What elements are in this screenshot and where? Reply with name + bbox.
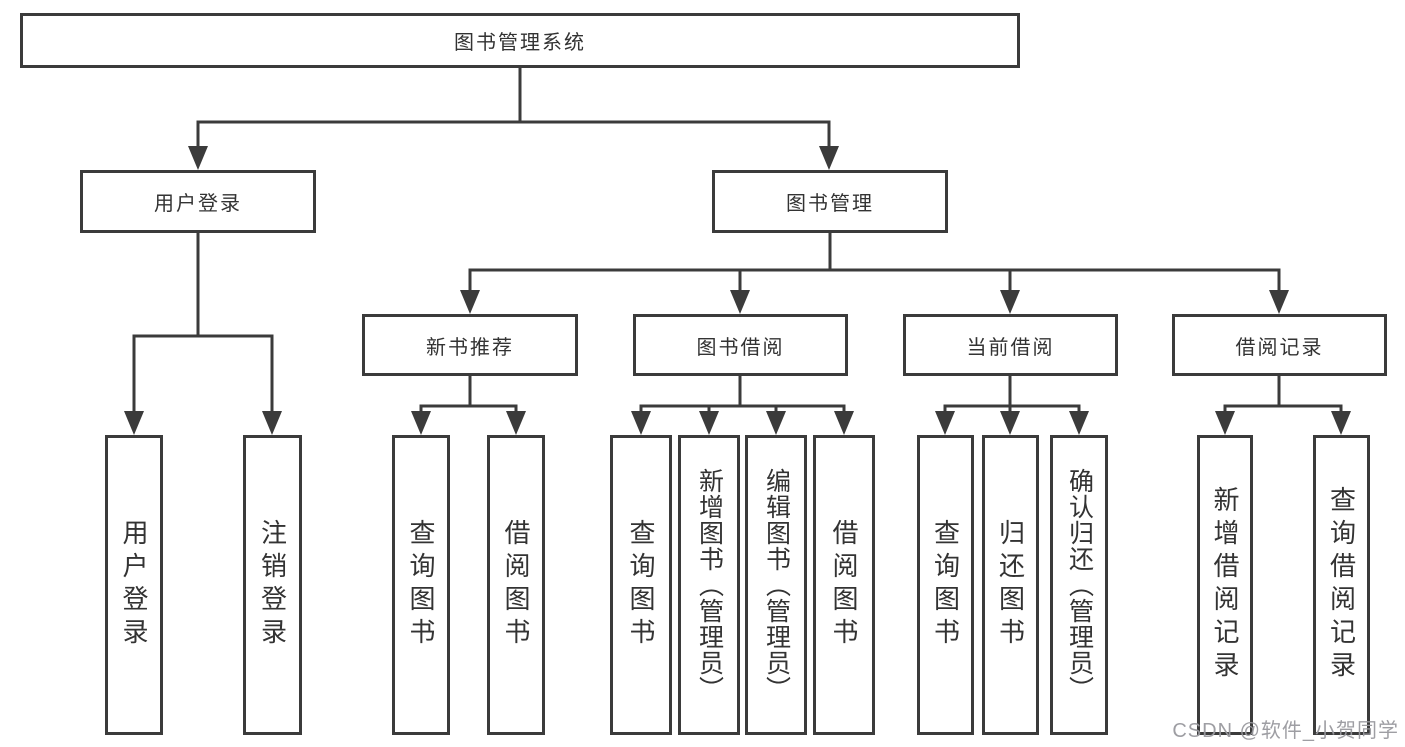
node-label: 编辑图书（管理员） xyxy=(762,468,791,702)
node-user-login: 用户登录 xyxy=(80,170,316,233)
node-current-borrowing: 当前借阅 xyxy=(903,314,1118,376)
node-label: 确认归还（管理员） xyxy=(1065,468,1094,702)
node-book-management: 图书管理 xyxy=(712,170,948,233)
node-label: 新增图书（管理员） xyxy=(695,468,724,702)
leaf-query-books-current: 查询图书 xyxy=(917,435,974,735)
leaf-add-books-admin: 新增图书（管理员） xyxy=(678,435,740,735)
node-book-borrowing: 图书借阅 xyxy=(633,314,848,376)
leaf-borrow-books-borrow: 借阅图书 xyxy=(813,435,875,735)
node-label: 查询图书 xyxy=(930,519,961,651)
leaf-logout: 注销登录 xyxy=(243,435,302,735)
leaf-query-books-borrow: 查询图书 xyxy=(610,435,672,735)
node-label: 新书推荐 xyxy=(426,336,514,359)
leaf-user-login: 用户登录 xyxy=(105,435,163,735)
node-label: 用户登录 xyxy=(154,193,242,215)
node-label: 用户登录 xyxy=(119,519,149,651)
node-label: 查询图书 xyxy=(406,519,436,651)
node-label: 新增借阅记录 xyxy=(1210,486,1240,684)
node-label: 归还图书 xyxy=(995,519,1026,651)
leaf-return-books: 归还图书 xyxy=(982,435,1039,735)
node-label: 借阅图书 xyxy=(501,519,531,651)
node-borrow-records: 借阅记录 xyxy=(1172,314,1387,376)
node-new-books: 新书推荐 xyxy=(362,314,578,376)
node-label: 当前借阅 xyxy=(966,336,1055,359)
node-label: 注销登录 xyxy=(257,519,288,651)
node-label: 查询图书 xyxy=(626,519,656,651)
leaf-query-books-new: 查询图书 xyxy=(392,435,450,735)
watermark: CSDN @软件_小贺同学 xyxy=(1172,720,1399,742)
node-root: 图书管理系统 xyxy=(20,13,1020,68)
leaf-confirm-return-admin: 确认归还（管理员） xyxy=(1050,435,1108,735)
node-label: 图书借阅 xyxy=(696,336,785,359)
leaf-edit-books-admin: 编辑图书（管理员） xyxy=(745,435,807,735)
node-label: 图书管理 xyxy=(786,193,874,215)
leaf-add-borrow-record: 新增借阅记录 xyxy=(1197,435,1253,735)
node-label: 查询借阅记录 xyxy=(1326,486,1357,684)
leaf-query-borrow-record: 查询借阅记录 xyxy=(1313,435,1370,735)
leaf-borrow-books-new: 借阅图书 xyxy=(487,435,545,735)
node-label: 图书管理系统 xyxy=(454,32,586,54)
node-label: 借阅图书 xyxy=(829,519,859,651)
arrowheads xyxy=(124,146,1351,435)
node-label: 借阅记录 xyxy=(1235,336,1324,359)
